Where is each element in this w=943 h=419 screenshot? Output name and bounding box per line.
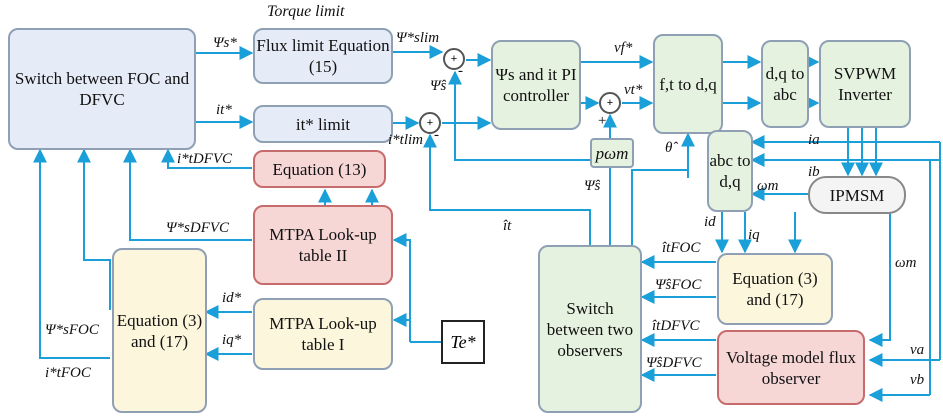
sum-torque-sign-plus: +: [426, 117, 434, 129]
p-omega-block: pωm: [590, 138, 634, 168]
label-psi-slim: Ψ*slim: [396, 30, 440, 46]
te-input-block: Te*: [441, 320, 485, 364]
arrow-it-foc: [33, 148, 110, 359]
switch-foc-dfvc-block: Switch between FOC and DFVC: [8, 28, 196, 150]
label-id: id: [704, 214, 716, 230]
arrow-te-mtpa2: [392, 233, 411, 342]
svpwm-inverter-block: SVPWM Inverter: [819, 40, 911, 128]
arrow-omega-m-observer: [868, 213, 891, 347]
label-psi-sfoc: Ψ*sFOC: [45, 322, 99, 338]
label-it-foc: i*tFOC: [45, 365, 91, 381]
sum-torque-sign-minus: -: [434, 127, 439, 143]
label-psi-s-hat-2: Ψ̂s: [584, 178, 601, 194]
sum-junction-voltage: +: [599, 92, 621, 114]
label-va: va: [910, 342, 925, 358]
sum-voltage-sign-plus: +: [606, 97, 614, 109]
equation-13-block: Equation (13): [253, 150, 386, 188]
sum-junction-flux: +: [443, 48, 465, 70]
arrow-psi-sfoc: [77, 148, 111, 300]
label-psi-sdfvc: Ψ*sDFVC: [166, 220, 230, 236]
ipmsm-motor-block: IPMSM: [808, 176, 906, 214]
label-id-star: id*: [222, 290, 242, 306]
label-it-dfvc: i*tDFVC: [177, 151, 232, 167]
label-vf-star: vf*: [614, 40, 633, 56]
switch-observers-block: Switch between two observers: [538, 245, 642, 413]
label-psi-sfoc-hat: Ψ̂sFOC: [655, 277, 702, 293]
equation-3-17-left-block: Equation (3) and (17): [112, 248, 207, 413]
label-omega-m-1: ωm: [757, 178, 779, 194]
sum-flux-sign-plus: +: [450, 53, 458, 65]
flux-limit-block: Flux limit Equation (15): [253, 28, 393, 84]
mtpa-table-2-block: MTPA Look-up table II: [253, 205, 393, 285]
label-it-foc-hat: îtFOC: [662, 240, 701, 256]
label-ib: ib: [808, 164, 820, 180]
torque-limit-title: Torque limit: [267, 3, 345, 20]
sum-junction-torque: +: [419, 112, 441, 134]
line-obs-theta: [631, 169, 688, 245]
arrow-psi-sdfvc: [123, 148, 252, 241]
arrow-psi-s-hat: [448, 70, 611, 245]
label-theta-hat: θ̂: [665, 140, 673, 156]
dq-to-abc-block: d,q to abc: [761, 40, 809, 128]
equation-3-17-right-block: Equation (3) and (17): [717, 253, 833, 325]
voltage-flux-observer-block: Voltage model flux observer: [717, 330, 865, 405]
label-vb: vb: [910, 372, 925, 388]
sum-flux-sign-minus: -: [458, 63, 463, 79]
sum-voltage-sign-plus-bottom: +: [598, 113, 607, 129]
mtpa-table-1-block: MTPA Look-up table I: [253, 298, 393, 370]
label-psi-s-hat-1: Ψ̂s: [430, 78, 447, 94]
arrow-it-hat: [423, 133, 591, 245]
it-limit-block: it* limit: [253, 105, 393, 143]
label-omega-m-2: ωm: [895, 255, 917, 271]
label-iq: iq: [748, 227, 760, 243]
ft-to-dq-block: f,t to d,q: [653, 34, 723, 134]
arrow-it-dfvc: [161, 148, 252, 169]
label-it-hat: ît: [503, 218, 512, 234]
label-it-dfvc-hat: îtDFVC: [652, 318, 700, 334]
label-psi-sdfvc-hat: Ψ̂sDFVC: [646, 355, 702, 371]
abc-to-dq-block: abc to d,q: [707, 130, 753, 212]
label-psi-s-star: Ψs*: [213, 35, 237, 51]
pi-controller-block: Ψs and it PI controller: [491, 40, 581, 130]
label-vt-star: vt*: [624, 82, 643, 98]
label-it-tlim: i*tlim: [388, 132, 424, 148]
label-it-star: it*: [216, 102, 232, 118]
label-ia: ia: [808, 132, 820, 148]
label-iq-star: iq*: [222, 332, 242, 348]
